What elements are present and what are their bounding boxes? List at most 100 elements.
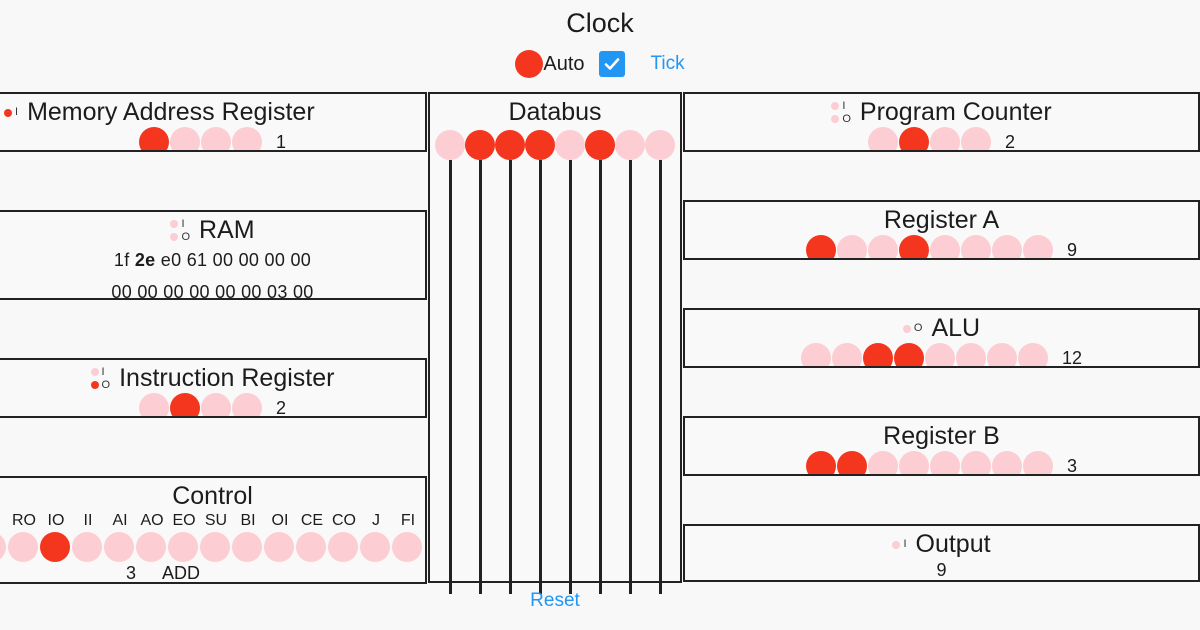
signal-dot-icon xyxy=(90,368,99,376)
clock-controls: Auto Tick xyxy=(0,50,1200,78)
databus-wire-2 xyxy=(508,160,512,594)
control-led-oi[interactable] xyxy=(264,532,294,562)
control-led-io[interactable] xyxy=(40,532,70,562)
signal-dot-icon xyxy=(902,324,911,333)
signal-letter: I xyxy=(101,365,105,378)
right-column: I O Program Counter 2 Register A 9 xyxy=(683,92,1200,584)
panel-output: I Output 9 xyxy=(683,524,1200,582)
control-led-ai[interactable] xyxy=(104,532,134,562)
ram-signal-indicators: I O xyxy=(170,218,190,243)
alu-signal-out: O xyxy=(902,322,923,334)
control-led-fi[interactable] xyxy=(392,532,422,562)
spacer-1 xyxy=(0,152,427,210)
led-bit-6 xyxy=(991,235,1022,258)
alu-title: ALU xyxy=(931,314,981,342)
pc-signal-indicators: I O xyxy=(831,100,851,125)
databus-lane-7 xyxy=(645,130,675,594)
ir-led-row: 2 xyxy=(0,393,425,416)
control-label-io: IO xyxy=(47,512,65,529)
control-led-ao[interactable] xyxy=(136,532,166,562)
databus-lane-5 xyxy=(585,130,615,594)
reset-button[interactable]: Reset xyxy=(530,590,580,611)
alu-signal-indicators: O xyxy=(902,322,923,334)
signal-letter: O xyxy=(101,378,111,391)
databus-wire-1 xyxy=(478,160,482,594)
led-bit-2 xyxy=(929,127,960,150)
control-footer: 3 ADD xyxy=(0,564,425,582)
databus-led-bit-7 xyxy=(645,130,675,160)
led-bit-4 xyxy=(929,235,960,258)
control-led-ro[interactable] xyxy=(8,532,38,562)
control-led-su[interactable] xyxy=(200,532,230,562)
ram-cell: 61 xyxy=(186,250,208,270)
ram-cell: 2e xyxy=(134,250,156,270)
clock-auto-checkbox[interactable] xyxy=(598,51,625,77)
control-led-bi[interactable] xyxy=(232,532,262,562)
signal-dot-icon xyxy=(831,115,840,123)
databus-lane-6 xyxy=(615,130,645,594)
control-led-j[interactable] xyxy=(360,532,390,562)
alu-value: 12 xyxy=(1061,348,1083,368)
output-value: 9 xyxy=(936,560,947,580)
mar-signal-indicators: I xyxy=(4,107,18,118)
output-signal-indicators: I xyxy=(892,539,907,550)
led-bit-1 xyxy=(169,393,200,416)
ram-row: 1f 2e e0 61 00 00 00 00 xyxy=(0,245,425,277)
control-label-co: CO xyxy=(332,512,356,529)
register-a-led-row: 9 xyxy=(685,235,1198,258)
led-bit-3 xyxy=(898,451,929,474)
ir-signal-indicators: I O xyxy=(90,365,111,391)
led-bit-0 xyxy=(805,451,836,474)
spacer-3 xyxy=(0,418,427,476)
signal-letter: O xyxy=(913,322,923,334)
ram-cell: 00 xyxy=(241,281,262,300)
ram-cell: 00 xyxy=(111,281,133,300)
clock-led xyxy=(515,50,544,78)
led-bit-4 xyxy=(924,343,955,366)
control-label-ii: II xyxy=(83,512,93,529)
control-label-bi: BI xyxy=(240,512,256,529)
register-a-title: Register A xyxy=(883,206,1000,234)
spacer-r4 xyxy=(683,476,1200,524)
control-led-ii[interactable] xyxy=(72,532,102,562)
ir-signal-in: I xyxy=(90,365,111,378)
led-bit-3 xyxy=(893,343,924,366)
signal-letter: O xyxy=(842,112,851,125)
databus-led-bit-5 xyxy=(585,130,615,160)
control-led-ce[interactable] xyxy=(296,532,326,562)
databus-wire-6 xyxy=(628,160,632,594)
ram-signal-out: O xyxy=(170,230,190,243)
ram-cell: 00 xyxy=(292,281,314,300)
pc-signal-in: I xyxy=(831,100,851,112)
panel-register-a: Register A 9 xyxy=(683,200,1200,260)
control-led-eo[interactable] xyxy=(168,532,198,562)
control-label-oi: OI xyxy=(271,512,289,529)
led-bit-2 xyxy=(867,235,898,258)
control-led-co[interactable] xyxy=(328,532,358,562)
led-bit-2 xyxy=(200,393,231,416)
panel-alu: O ALU 12 xyxy=(683,308,1200,368)
signal-letter: O xyxy=(181,230,190,243)
control-led-clipped[interactable] xyxy=(0,532,6,562)
signal-dot-icon xyxy=(831,102,840,110)
clock-tick-button[interactable]: Tick xyxy=(650,53,685,74)
ram-cell: 00 xyxy=(264,250,286,270)
led-bit-7 xyxy=(1022,235,1053,258)
spacer-2 xyxy=(0,300,427,358)
databus-lane-3 xyxy=(525,130,555,594)
ram-cell: e0 xyxy=(160,250,182,270)
control-label-ao: AO xyxy=(140,512,164,529)
led-bit-0 xyxy=(805,235,836,258)
ir-title: Instruction Register xyxy=(119,364,335,392)
control-instruction: ADD xyxy=(162,563,201,583)
databus-title: Databus xyxy=(508,98,602,126)
clock-title: Clock xyxy=(566,8,634,38)
signal-dot-icon xyxy=(4,108,12,117)
led-bit-5 xyxy=(955,343,986,366)
ram-title: RAM xyxy=(199,216,255,244)
databus-lane-4 xyxy=(555,130,585,594)
led-bit-5 xyxy=(960,235,991,258)
